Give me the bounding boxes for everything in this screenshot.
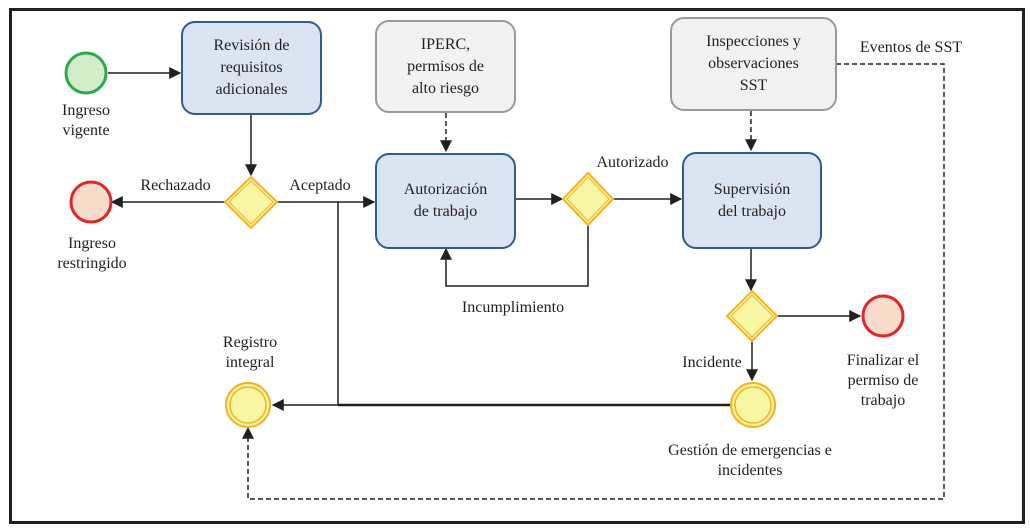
label-registro-integral: Registro integral (222, 334, 278, 371)
data-iperc-permisos[interactable]: IPERC, permisos de alto riesgo (375, 20, 516, 113)
label-gestion-emergencias: Gestión de emergencias e incidentes (668, 442, 832, 479)
gateway-supervision[interactable] (725, 289, 779, 343)
flow-incumplimiento (440, 225, 589, 287)
data-inspecciones-observaciones[interactable]: Inspecciones y observaciones SST (670, 17, 837, 111)
gateway-aceptacion[interactable] (223, 175, 279, 230)
intermediate-event-gestion-emergencias[interactable] (730, 382, 776, 428)
label-aceptado: Aceptado (289, 177, 351, 194)
end-event-ingreso-restringido[interactable] (69, 180, 113, 224)
end-event-finalizar-permiso[interactable] (861, 294, 905, 338)
task-autorizacion-trabajo[interactable]: Autorización de trabajo (375, 153, 516, 249)
label-ingreso-restringido: Ingreso restringido (57, 235, 127, 272)
label-eventos-sst: Eventos de SST (859, 39, 963, 56)
label-finalizar-permiso: Finalizar el permiso de trabajo (846, 352, 920, 409)
label-rechazado: Rechazado (140, 177, 211, 194)
task-revision-requisitos[interactable]: Revisión de requisitos adicionales (181, 21, 322, 115)
gateway-autorizacion[interactable] (561, 171, 615, 227)
label-incumplimiento: Incumplimiento (461, 299, 565, 316)
start-event-ingreso-vigente[interactable] (64, 51, 108, 95)
association-eventos-sst (242, 63, 945, 500)
intermediate-event-registro-integral[interactable] (225, 382, 271, 428)
label-incidente: Incidente (682, 354, 742, 371)
task-supervision-trabajo[interactable]: Supervisión del trabajo (682, 152, 822, 249)
label-autorizado: Autorizado (596, 154, 669, 171)
diagram-frame (9, 8, 1025, 524)
label-ingreso-vigente: Ingreso vigente (62, 102, 110, 139)
